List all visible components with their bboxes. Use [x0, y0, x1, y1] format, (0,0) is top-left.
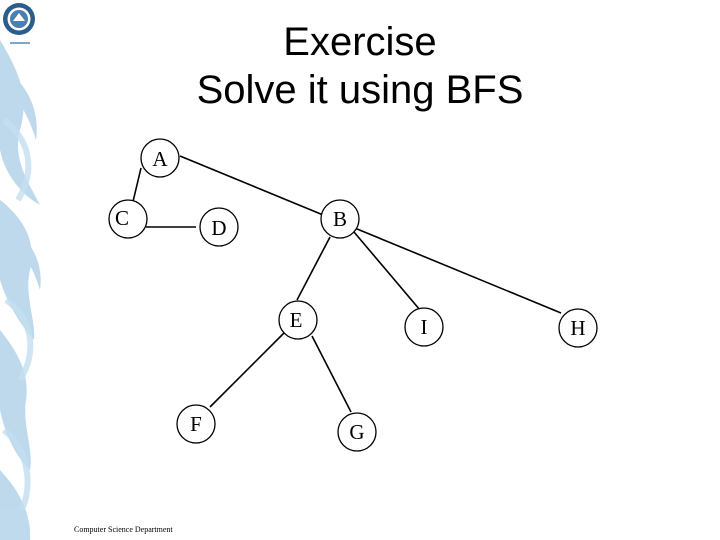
university-logo-icon: [3, 3, 35, 35]
title-line-1: Exercise: [283, 20, 437, 64]
node-g: G: [337, 412, 377, 452]
node-h-label: H: [570, 316, 585, 340]
edge-e-g: [311, 335, 352, 413]
node-e: E: [278, 300, 318, 340]
node-c-label: C: [115, 206, 129, 230]
title-line-2: Solve it using BFS: [196, 68, 524, 112]
footer-department: Computer Science Department: [74, 525, 173, 534]
logo-caption-mark: [10, 42, 30, 44]
node-c: C: [108, 199, 148, 239]
node-f: F: [176, 404, 216, 444]
edge-b-i: [353, 231, 421, 311]
node-i-label: I: [421, 315, 428, 339]
edge-e-f: [209, 332, 285, 408]
node-d: D: [199, 207, 239, 247]
edge-b-e: [296, 236, 331, 301]
graph-nodes: A C D B E I H: [108, 138, 598, 452]
node-h: H: [558, 308, 598, 348]
node-e-label: E: [290, 308, 303, 332]
node-b: B: [320, 199, 360, 239]
node-b-label: B: [333, 207, 347, 231]
node-d-label: D: [211, 216, 226, 240]
node-a-label: A: [152, 147, 168, 171]
slide-title: Exercise Solve it using BFS: [140, 18, 580, 114]
node-g-label: G: [349, 420, 364, 444]
node-i: I: [404, 307, 444, 347]
node-f-label: F: [190, 412, 202, 436]
node-a: A: [140, 138, 180, 178]
graph-edges: [130, 155, 562, 413]
edge-a-h: [179, 155, 562, 314]
